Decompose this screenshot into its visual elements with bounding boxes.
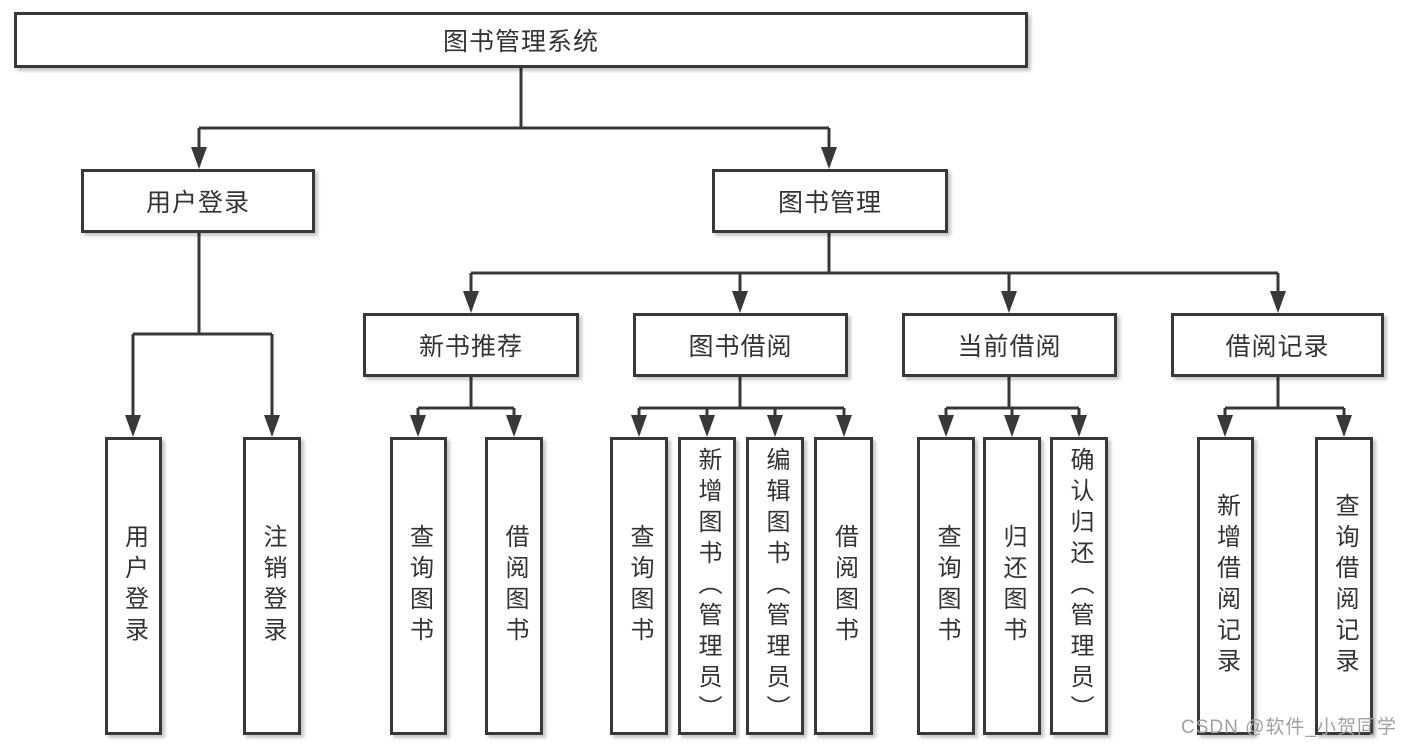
node-book-management-label: 图书管理 <box>777 189 882 217</box>
node-borrow-records-label: 借阅记录 <box>1225 333 1330 361</box>
node-book-borrow: 图书借阅 <box>633 313 848 377</box>
leaf-query-books-recommend: 查询图书 <box>390 437 447 735</box>
node-root-system-label: 图书管理系统 <box>442 28 599 56</box>
leaf-query-books-current-label: 查询图书 <box>933 524 960 648</box>
leaf-query-borrow-record: 查询借阅记录 <box>1315 437 1373 735</box>
leaf-user-login-label: 用户登录 <box>120 524 148 648</box>
leaf-return-books: 归还图书 <box>983 437 1041 735</box>
node-current-borrow: 当前借阅 <box>902 313 1117 377</box>
leaf-edit-books-admin: 编辑图书（管理员） <box>746 437 804 735</box>
leaf-query-books-current: 查询图书 <box>917 437 975 735</box>
node-new-book-recommend-label: 新书推荐 <box>418 333 523 361</box>
node-current-borrow-label: 当前借阅 <box>957 333 1062 361</box>
leaf-query-books-recommend-label: 查询图书 <box>405 524 433 648</box>
leaf-query-books-borrow: 查询图书 <box>610 437 668 735</box>
leaf-logout-label: 注销登录 <box>259 524 286 648</box>
leaf-edit-books-admin-label: 编辑图书（管理员） <box>762 446 789 726</box>
node-user-login: 用户登录 <box>81 169 315 233</box>
leaf-logout: 注销登录 <box>243 437 301 735</box>
leaf-add-books-admin-label: 新增图书（管理员） <box>694 446 721 726</box>
leaf-borrow-books: 借阅图书 <box>814 437 873 735</box>
node-root-system: 图书管理系统 <box>14 12 1028 68</box>
leaf-add-borrow-record: 新增借阅记录 <box>1197 437 1254 735</box>
node-borrow-records: 借阅记录 <box>1171 313 1384 377</box>
watermark: CSDN @软件_小贺同学 <box>1181 717 1397 738</box>
leaf-return-books-label: 归还图书 <box>999 524 1026 648</box>
leaf-query-books-borrow-label: 查询图书 <box>626 524 653 648</box>
node-book-management: 图书管理 <box>712 169 948 233</box>
leaf-confirm-return-admin: 确认归还（管理员） <box>1050 437 1108 735</box>
leaf-borrow-books-label: 借阅图书 <box>830 524 858 648</box>
leaf-add-borrow-record-label: 新增借阅记录 <box>1212 493 1240 679</box>
leaf-add-books-admin: 新增图书（管理员） <box>678 437 736 735</box>
leaf-borrow-books-recommend-label: 借阅图书 <box>501 524 528 648</box>
leaf-user-login: 用户登录 <box>105 437 162 735</box>
leaf-query-borrow-record-label: 查询借阅记录 <box>1331 493 1358 679</box>
leaf-borrow-books-recommend: 借阅图书 <box>485 437 543 735</box>
node-user-login-label: 用户登录 <box>145 189 250 217</box>
node-book-borrow-label: 图书借阅 <box>688 333 793 361</box>
leaf-confirm-return-admin-label: 确认归还（管理员） <box>1066 446 1093 726</box>
node-new-book-recommend: 新书推荐 <box>363 313 579 377</box>
